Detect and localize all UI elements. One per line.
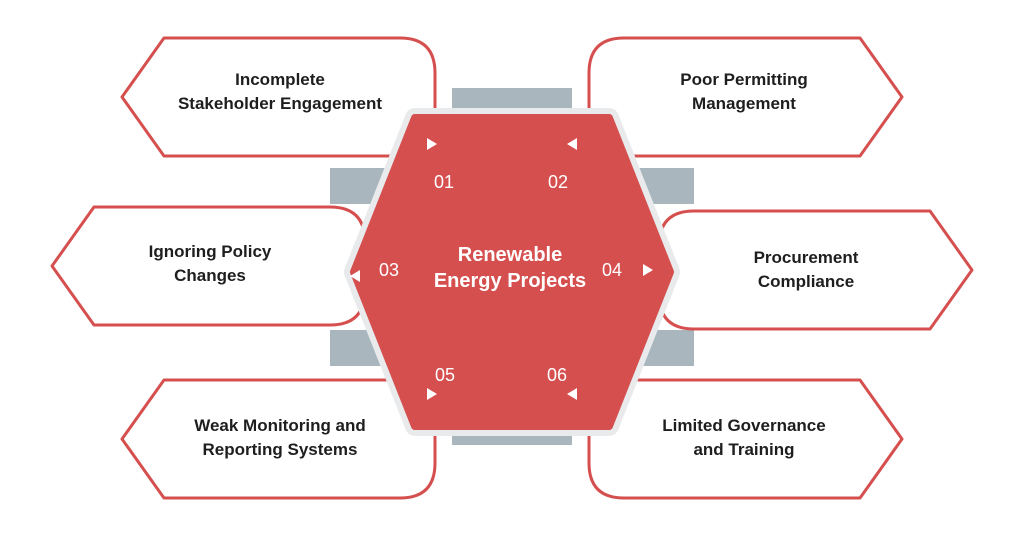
number-04: 04 (601, 260, 623, 280)
number-05: 05 (434, 365, 456, 385)
marker-05-icon (427, 388, 437, 400)
center-title-line1: Renewable (457, 244, 563, 266)
center-title: Renewable Energy Projects (400, 242, 620, 294)
number-01: 01 (433, 172, 455, 192)
center-hexagon (350, 114, 674, 430)
number-06: 06 (546, 365, 568, 385)
marker-03-icon (350, 270, 360, 282)
number-02: 02 (547, 172, 569, 192)
number-03: 03 (378, 260, 400, 280)
marker-02-icon (567, 138, 577, 150)
marker-06-icon (567, 388, 577, 400)
marker-04-icon (643, 264, 653, 276)
center-title-line2: Energy Projects (433, 270, 587, 292)
marker-01-icon (427, 138, 437, 150)
